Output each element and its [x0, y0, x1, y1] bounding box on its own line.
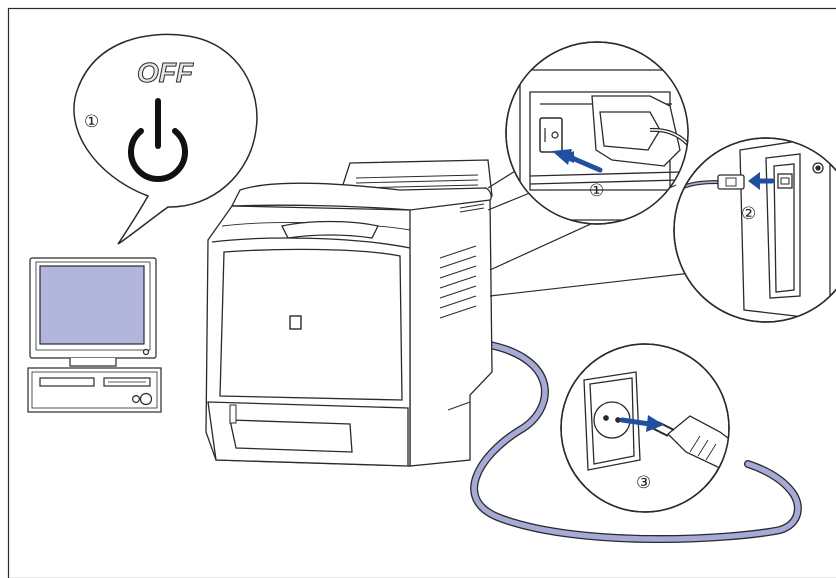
monitor-stand — [69, 358, 117, 367]
computer-illustration — [27, 257, 162, 413]
power-off-callout: OFF ① — [73, 33, 258, 245]
printer-handle — [281, 220, 379, 239]
usb-detail-callout: ② — [673, 137, 836, 323]
power-icon — [128, 98, 188, 182]
printer-top — [230, 182, 492, 211]
cord-plug — [591, 95, 681, 167]
step-1-marker: ① — [84, 112, 99, 131]
usb-arrow — [748, 172, 760, 190]
step-3-marker: ③ — [636, 473, 651, 492]
printer-side — [399, 187, 493, 467]
outlet-detail-callout: ③ — [560, 343, 730, 513]
power-light — [132, 395, 141, 404]
paper-cassette — [207, 401, 409, 467]
power-switch — [539, 117, 563, 153]
callout-bubble — [73, 33, 258, 245]
power-cable — [470, 341, 802, 544]
step-1-switch-marker: ① — [589, 181, 604, 200]
usb-port — [777, 173, 793, 189]
unplug-arrow — [646, 415, 664, 432]
printer-illustration — [205, 159, 493, 467]
side-vents — [439, 245, 477, 319]
switch-detail-callout: ① — [505, 41, 689, 225]
desktop-unit — [27, 367, 162, 413]
usb-plug — [717, 174, 745, 190]
diagram-frame — [7, 7, 836, 578]
printer-logo — [289, 315, 302, 330]
step-2-marker: ② — [741, 204, 756, 223]
off-label: OFF — [137, 57, 194, 88]
monitor-screen — [39, 265, 145, 345]
